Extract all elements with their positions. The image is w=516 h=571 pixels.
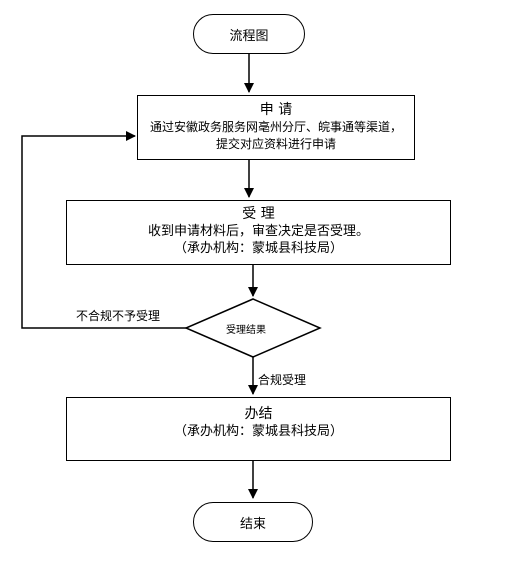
end-node: 结束 <box>193 502 313 542</box>
start-node-label: 流程图 <box>229 28 269 44</box>
reject-edge-label: 不合规不予受理 <box>76 309 161 323</box>
decision-label: 受理结果 <box>226 325 266 336</box>
apply-node: 申 请 通过安徽政务服务网亳州分厅、皖事通等渠道， 提交对应资料进行申请 <box>137 95 415 160</box>
handle-title: 办结 <box>244 406 273 422</box>
accept-edge-label: 合规受理 <box>258 373 307 387</box>
handle-desc-line1: （承办机构：蒙城县科技局） <box>173 424 343 439</box>
apply-desc-line1: 通过安徽政务服务网亳州分厅、皖事通等渠道， <box>149 120 402 134</box>
end-node-label: 结束 <box>239 516 266 532</box>
start-node: 流程图 <box>193 14 305 54</box>
apply-desc-line2: 提交对应资料进行申请 <box>215 137 336 151</box>
accept-node: 受 理 收到申请材料后，审查决定是否受理。 （承办机构：蒙城县科技局） <box>66 200 451 265</box>
accept-title: 受 理 <box>242 206 275 222</box>
arrow-reject-loop <box>21 131 186 329</box>
handle-node: 办结 （承办机构：蒙城县科技局） <box>66 397 451 461</box>
accept-desc-line2: （承办机构：蒙城县科技局） <box>173 241 343 256</box>
apply-title: 申 请 <box>259 102 293 118</box>
accept-desc-line1: 收到申请材料后，审查决定是否受理。 <box>147 224 369 239</box>
